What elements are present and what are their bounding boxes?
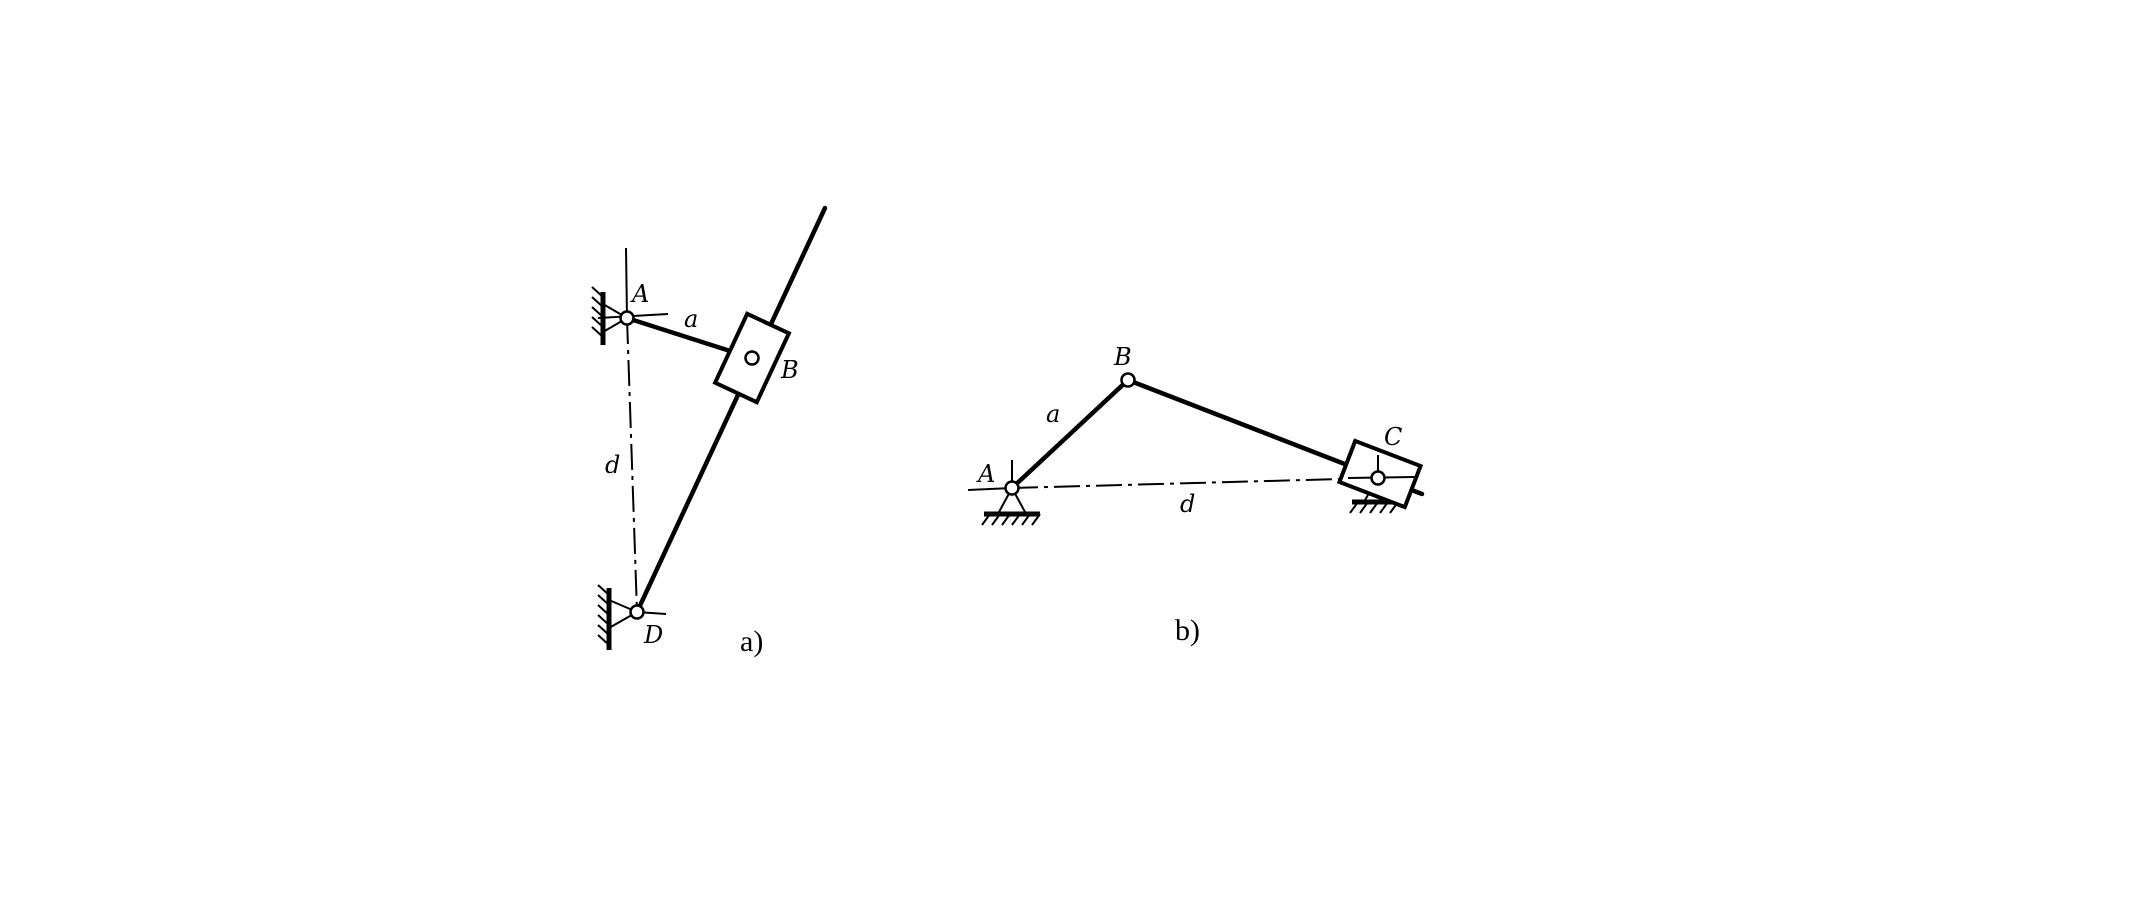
figure-b: A a B C d b) xyxy=(967,343,1425,647)
axis-line-above-a xyxy=(625,247,628,319)
label-c-point: C xyxy=(1384,423,1402,451)
joint-a xyxy=(1004,480,1020,496)
label-d-length: d xyxy=(605,451,620,479)
frame-line-ad xyxy=(626,317,638,613)
label-b-point: B xyxy=(780,356,799,384)
label-a-point: A xyxy=(976,460,995,488)
joint-c xyxy=(1370,470,1386,486)
joint-b xyxy=(744,350,760,366)
crank-ab xyxy=(1009,377,1131,491)
label-d-length: d xyxy=(1180,490,1195,518)
label-a-point: A xyxy=(630,280,649,308)
caption-a: a) xyxy=(740,625,763,658)
figure-a: A a B d D a) xyxy=(591,205,828,658)
label-b-point: B xyxy=(1113,343,1132,371)
label-a-length: a xyxy=(684,305,698,333)
joint-d xyxy=(629,604,645,620)
guide-bar xyxy=(634,205,828,615)
frame-line-ac xyxy=(1011,477,1379,489)
label-a-length: a xyxy=(1046,400,1060,428)
label-d-point: D xyxy=(643,621,663,649)
joint-a xyxy=(619,310,635,326)
caption-b: b) xyxy=(1175,614,1200,647)
joint-b xyxy=(1120,372,1136,388)
